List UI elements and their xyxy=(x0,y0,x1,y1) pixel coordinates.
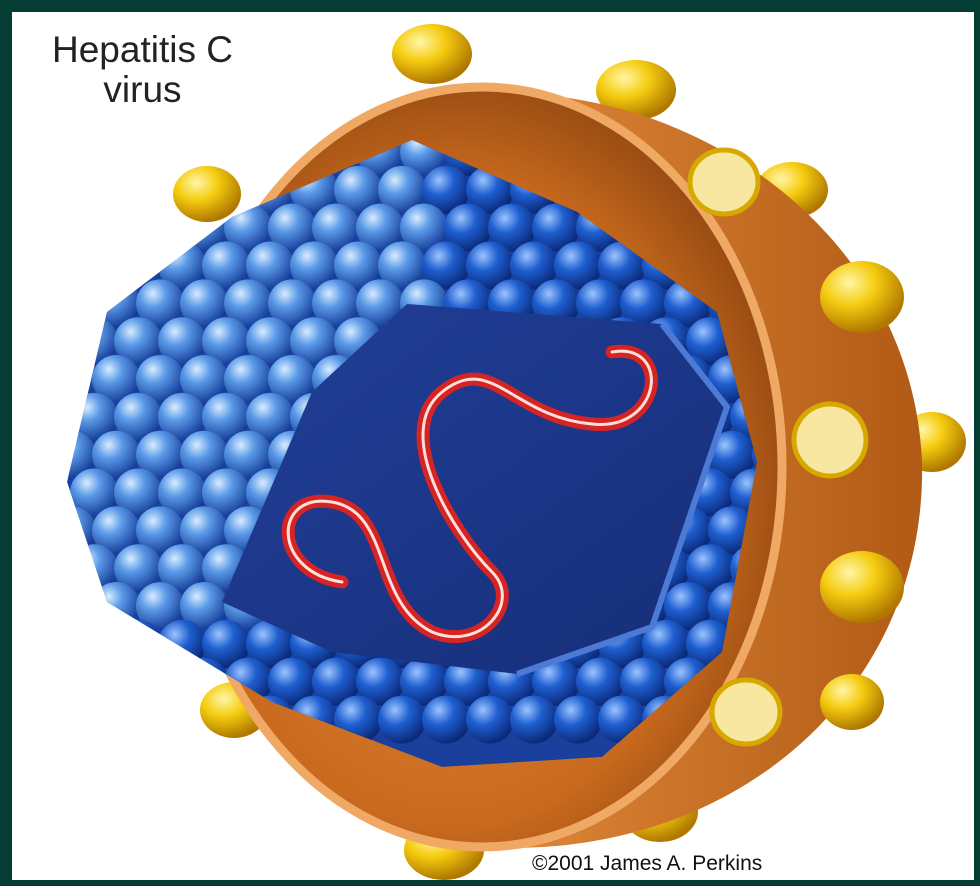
capsid-sphere xyxy=(92,128,140,176)
capsid-sphere xyxy=(92,204,140,252)
capsid-sphere xyxy=(136,204,184,252)
capsid-sphere xyxy=(92,582,140,630)
illustration-frame: Hepatitis C virus ©2001 James A. Perkins xyxy=(12,12,974,880)
capsid-sphere xyxy=(136,128,184,176)
capsid-sphere xyxy=(70,166,118,214)
capsid-sphere xyxy=(48,658,96,706)
capsid-sphere xyxy=(114,620,162,668)
capsid-sphere xyxy=(158,620,206,668)
capsid-sphere xyxy=(466,696,514,744)
capsid-sphere xyxy=(92,658,140,706)
capsid-sphere xyxy=(422,696,470,744)
capsid-sphere xyxy=(378,696,426,744)
capsid-sphere xyxy=(158,696,206,744)
illustration-title: Hepatitis C virus xyxy=(52,30,233,110)
capsid-sphere xyxy=(48,582,96,630)
capsid-sphere xyxy=(48,279,96,327)
capsid-sphere xyxy=(70,696,118,744)
capsid-sphere xyxy=(224,128,272,176)
capsid-sphere xyxy=(70,242,118,290)
copyright-credit: ©2001 James A. Perkins xyxy=(532,852,762,876)
capsid-sphere xyxy=(114,166,162,214)
capsid-sphere xyxy=(70,620,118,668)
capsid-sphere xyxy=(114,696,162,744)
capsid-sphere xyxy=(510,696,558,744)
capsid-sphere xyxy=(554,696,602,744)
title-line-1: Hepatitis C xyxy=(52,30,233,70)
title-line-2: virus xyxy=(52,70,233,110)
hcv-illustration xyxy=(12,12,974,880)
capsid-sphere xyxy=(136,658,184,706)
capsid-sphere xyxy=(48,128,96,176)
capsid-sphere xyxy=(48,204,96,252)
